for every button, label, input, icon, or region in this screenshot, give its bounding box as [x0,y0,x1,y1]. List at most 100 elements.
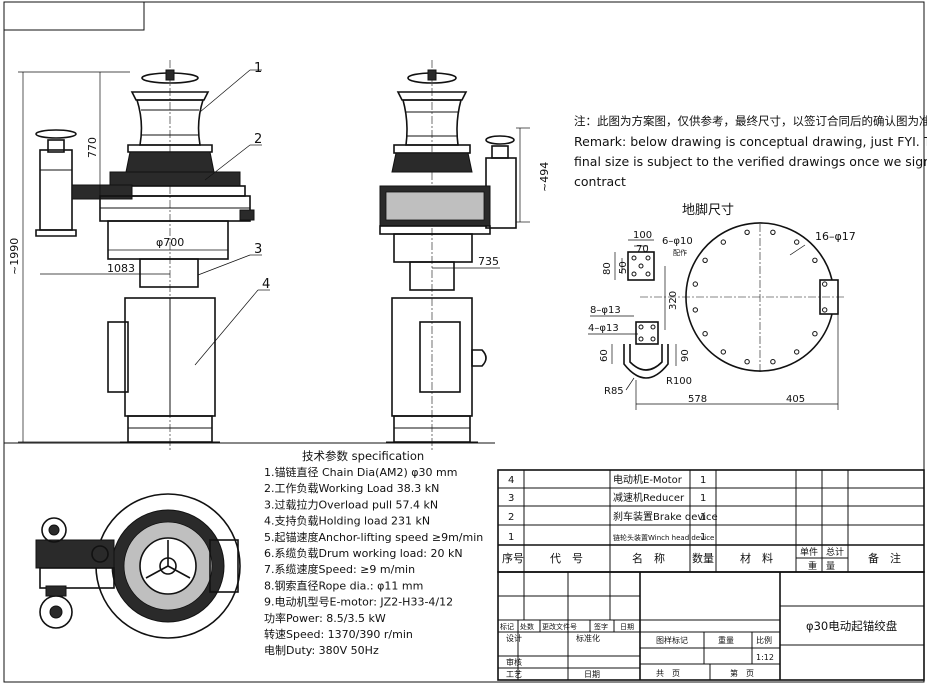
tb-date-2: 日期 [584,670,600,679]
tb-date: 日期 [620,623,634,631]
part-no: 4 [508,475,514,486]
parts-table: 4 电动机E-Motor 1 3 减速机Reducer 1 2 刹车装置Brake devic… [497,469,925,573]
label-6-holes: 6–φ10 [662,236,693,247]
bolt-hole [770,229,776,236]
bolt-hole [692,307,698,313]
bolt-hole [744,359,750,365]
dim-overall-height: ~1990 [8,238,21,275]
spec-title: 技术参数 specification [302,449,424,463]
part-no: 2 [508,512,514,523]
spec-line: 5.起锚速度Anchor-lifting speed ≥9m/min [264,530,483,544]
dim-60: 60 [599,349,610,362]
foundation-title: 地脚尺寸 [682,202,734,218]
dim-r100: R100 [666,376,692,387]
tb-sheet: 第 页 [730,668,754,678]
part-qty: 1 [700,475,706,486]
part-name: 链轮头装置Winch head device [613,533,714,542]
part-name: 电动机E-Motor [613,473,683,486]
tb-process: 工艺 [506,670,522,679]
tb-total-pages: 共 页 [656,669,680,678]
spec-line: 转速Speed: 1370/390 r/min [264,627,413,641]
bolt-hole [692,281,698,287]
dim-upper-height: 770 [86,137,99,158]
tb-sign: 签字 [594,622,608,631]
bolt-hole [720,239,726,245]
tb-scale-value: 1:12 [756,653,774,662]
spec-line: 4.支持负载Holding load 231 kN [264,514,430,528]
front-dimensions: ~1990 770 φ700 1083 [8,71,228,443]
label-6-holes-note: 配作 [673,248,687,257]
part-name: 减速机Reducer [613,491,685,504]
dim-405: 405 [786,394,805,405]
col-material: 材 料 [740,551,773,565]
bolt-hole [822,281,828,287]
tb-mark: 标记 [500,622,514,631]
bolt-hole [770,359,776,365]
spec-line: 8.钢索直径Rope dia.: φ11 mm [264,578,423,592]
col-qty: 数量 [692,552,714,565]
tb-design: 设计 [506,633,522,643]
remark-en-1: Remark: below drawing is conceptual draw… [574,134,927,149]
col-code: 代 号 [550,552,583,565]
spec-line: 功率Power: 8.5/3.5 kW [264,611,386,625]
side-view [379,60,517,450]
part-qty: 1 [700,493,706,504]
remark-cn: 注：此图为方案图，仅供参考，最终尺寸，以签订合同后的确认图为准 [574,114,927,128]
plan-view [35,493,241,639]
bolt-hole [812,331,818,337]
dim-80: 80 [602,262,613,275]
bolt-hole [794,239,800,245]
title-block: 标记 处数 更改文件号 签字 日期 设计 标准化 审核 工艺 日期 图样标记 重… [497,571,925,681]
dim-r85: R85 [604,386,624,397]
dim-578: 578 [688,394,707,405]
bolt-hole [744,229,750,236]
dim-320: 320 [668,291,679,310]
remark-en-2: final size is subject to the verified dr… [574,154,927,169]
label-4-holes: 4–φ13 [588,323,619,334]
dim-drum-dia: φ700 [156,236,184,249]
part-name: 刹车装置Brake device [613,510,718,523]
tb-check: 审核 [506,657,522,667]
bolt-hole [812,257,818,263]
tb-stage: 图样标记 [656,635,688,645]
tb-count: 处数 [520,622,534,631]
spec-line: 1.锚链直径 Chain Dia(AM2) φ30 mm [264,465,457,479]
tb-title: φ30电动起锚绞盘 [806,619,897,633]
bolt-hole [702,331,708,337]
balloon-1: 1 [254,61,262,76]
remark-en-3: contract [574,174,626,189]
spec-line: 2.工作负载Working Load 38.3 kN [264,481,439,495]
bolt-hole [702,257,708,263]
remark: 注：此图为方案图，仅供参考，最终尺寸，以签订合同后的确认图为准 Remark: … [574,114,927,189]
col-weight: 重 量 [808,560,835,572]
spec-line: 6.系缆负载Drum working load: 20 kN [264,546,463,560]
part-no: 1 [508,532,514,543]
spec-line: 3.过载拉力Overload pull 57.4 kN [264,497,438,511]
spec-line: 电制Duty: 380V 50Hz [264,644,379,657]
dim-50: 50 [618,261,629,274]
part-qty: 1 [700,532,706,543]
front-view [35,60,255,450]
label-16-holes: 16–φ17 [815,230,856,243]
balloon-2: 2 [254,132,262,147]
col-no: 序号 [502,551,524,565]
balloon-3: 3 [254,242,262,257]
side-dimensions: 735 ~494 [432,127,551,269]
part-no: 3 [508,493,514,504]
corner-box [3,1,145,31]
balloon-4: 4 [262,277,270,292]
bolt-hole [720,349,726,355]
tb-change-doc: 更改文件号 [542,622,577,631]
specification: 技术参数 specification 1.锚链直径 Chain Dia(AM2)… [264,449,483,657]
dim-side-height: ~494 [538,162,551,192]
balloons: 1 2 3 4 [194,61,270,366]
spec-line: 9.电动机型号E-motor: JZ2-H33-4/12 [264,595,453,609]
col-remark: 备 注 [868,551,901,565]
label-8-holes: 8–φ13 [590,305,621,316]
dim-100: 100 [633,230,652,241]
sheet-frame [3,1,925,683]
spec-line: 7.系缆速度Speed: ≥9 m/min [264,562,415,576]
dim-70: 70 [636,244,649,255]
